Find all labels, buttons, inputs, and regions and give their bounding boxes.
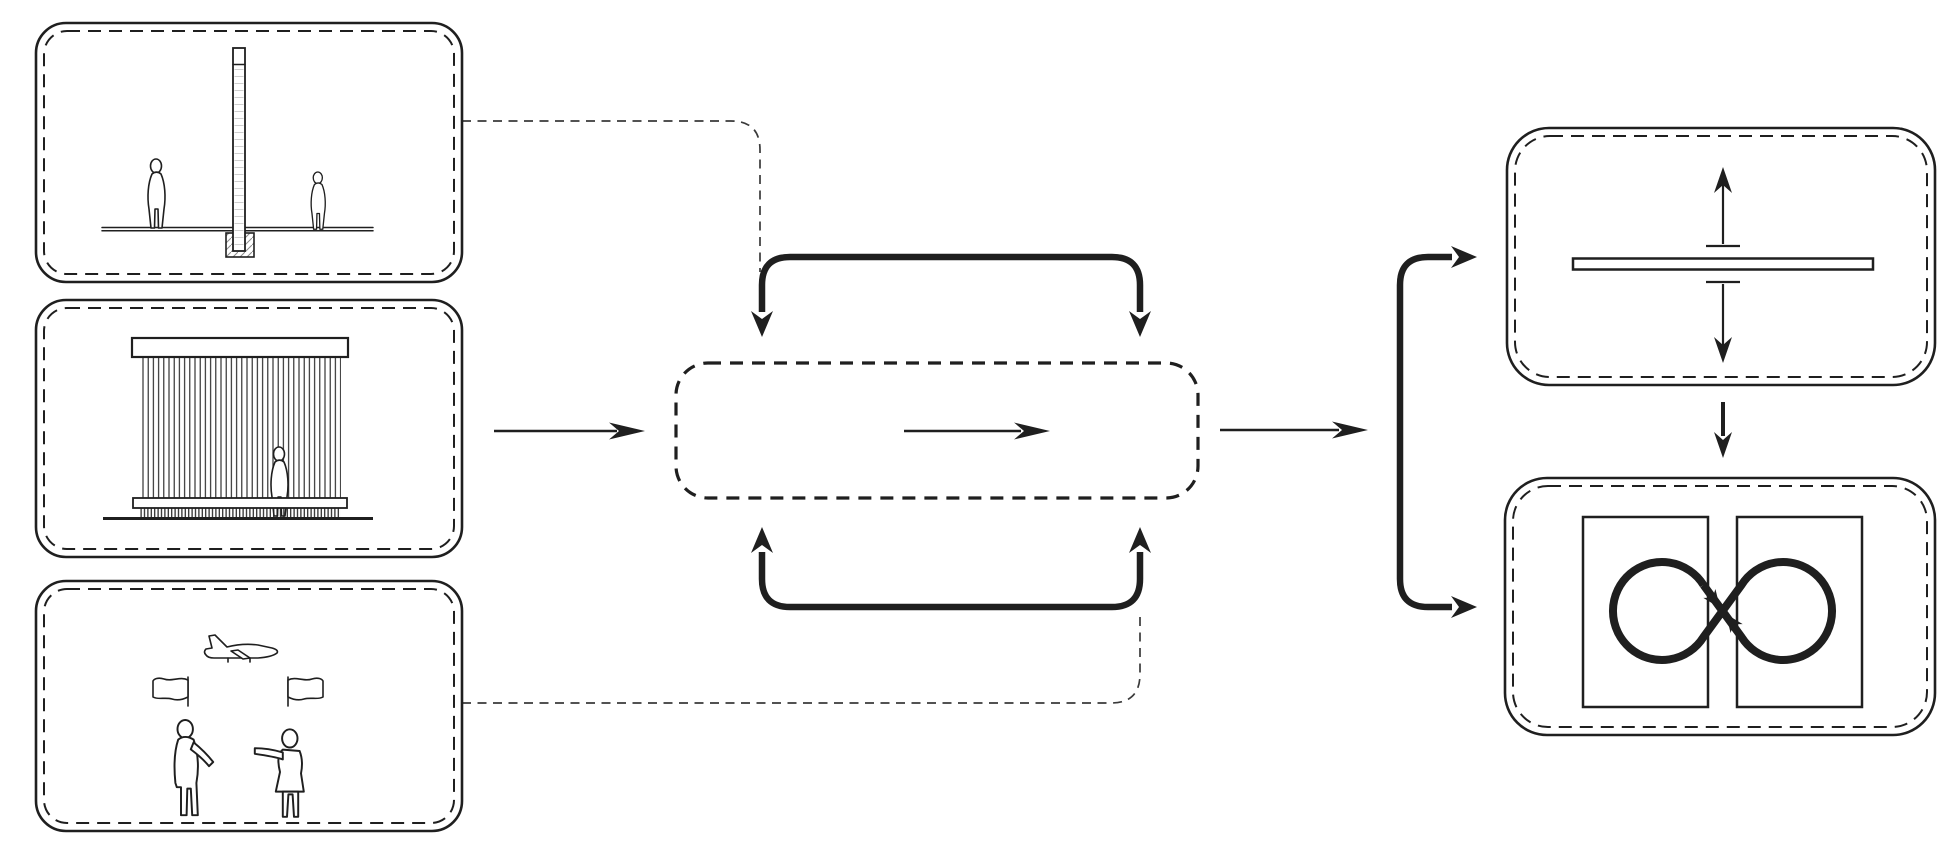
infinity-panel-inner-border <box>1512 485 1928 728</box>
node-slab-panel <box>1505 126 1937 387</box>
feedback-down-arrowhead <box>1129 311 1151 337</box>
node-wall-panel <box>34 21 464 284</box>
down-arrow-icon <box>1706 280 1740 363</box>
flag-left-icon <box>152 676 189 707</box>
node-apron-panel <box>34 579 464 833</box>
edge-top-feedback-bracket <box>751 253 1151 337</box>
edge-output-arrow <box>1220 421 1368 439</box>
feedback-up-arrowhead <box>1129 527 1151 553</box>
slab-bar <box>1571 257 1875 271</box>
apron-panel-border <box>34 579 464 833</box>
slab-panel-border <box>1505 126 1937 387</box>
wall-panel-border <box>34 21 464 284</box>
node-curtain-panel <box>34 298 464 559</box>
edge-dashed-from-wall <box>462 120 761 272</box>
left-leaf-rect <box>1581 515 1710 709</box>
apron-dashed-link-path <box>462 611 1141 704</box>
slab-up-down-pictogram <box>1571 167 1875 363</box>
airplane-icon <box>203 634 279 663</box>
curtain-top-beam <box>130 336 350 359</box>
up-arrow-icon <box>1706 167 1740 248</box>
airfield-marshalling-pictogram <box>152 634 324 818</box>
central-process-box <box>674 361 1200 500</box>
curtain-bottom-rail <box>132 497 348 509</box>
curtain-bars <box>139 357 341 498</box>
edge-slab-to-infinity-arrow <box>1714 402 1732 458</box>
feedback-up-arrowhead <box>751 527 773 553</box>
edge-bottom-feedback-bracket <box>751 527 1151 611</box>
hanging-bar-curtain-pictogram <box>103 336 373 520</box>
flag-right-icon <box>287 676 324 707</box>
curtain-bar-stubs <box>139 508 341 517</box>
apron-panel-inner-border <box>43 588 455 824</box>
wall-courses <box>234 68 244 249</box>
slab-panel-inner-border <box>1514 135 1928 378</box>
process-inner-arrow <box>904 422 1050 440</box>
infinity-loop <box>1608 558 1837 664</box>
edge-dashed-from-apron <box>462 611 1141 704</box>
process-box-border <box>674 361 1200 500</box>
wall-dashed-link-path <box>462 120 761 272</box>
branch-right-arrowhead <box>1451 246 1477 268</box>
wall-section-pictogram <box>101 47 374 258</box>
feedback-down-arrowhead <box>751 311 773 337</box>
right-leaf-rect <box>1735 515 1864 709</box>
edge-branch-split <box>1396 246 1477 618</box>
figure-eight-loop-pictogram <box>1581 515 1864 709</box>
branch-right-arrowhead <box>1451 596 1477 618</box>
node-infinity-panel <box>1503 476 1937 737</box>
edge-input-arrow <box>494 422 645 440</box>
